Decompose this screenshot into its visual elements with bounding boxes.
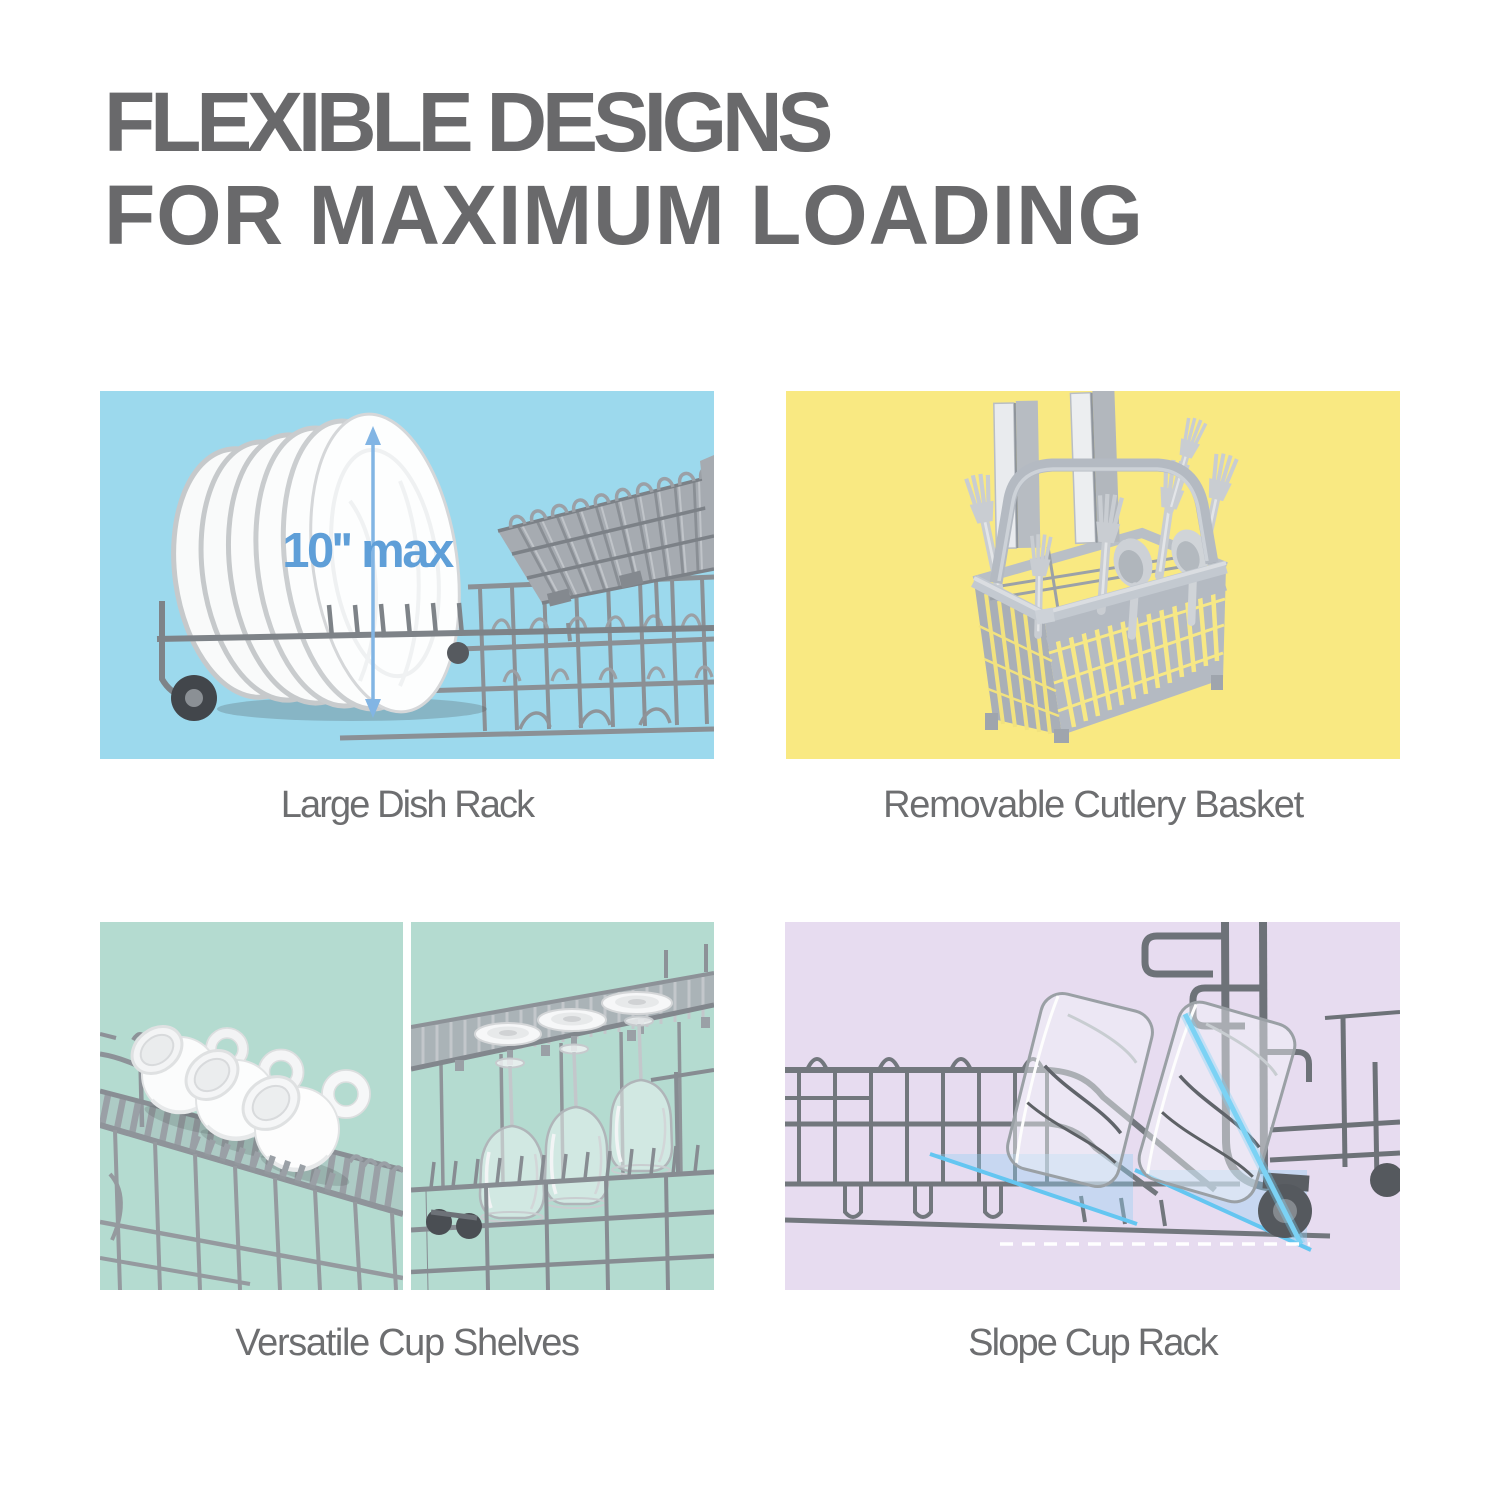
svg-text:10'' max: 10'' max bbox=[282, 524, 454, 578]
